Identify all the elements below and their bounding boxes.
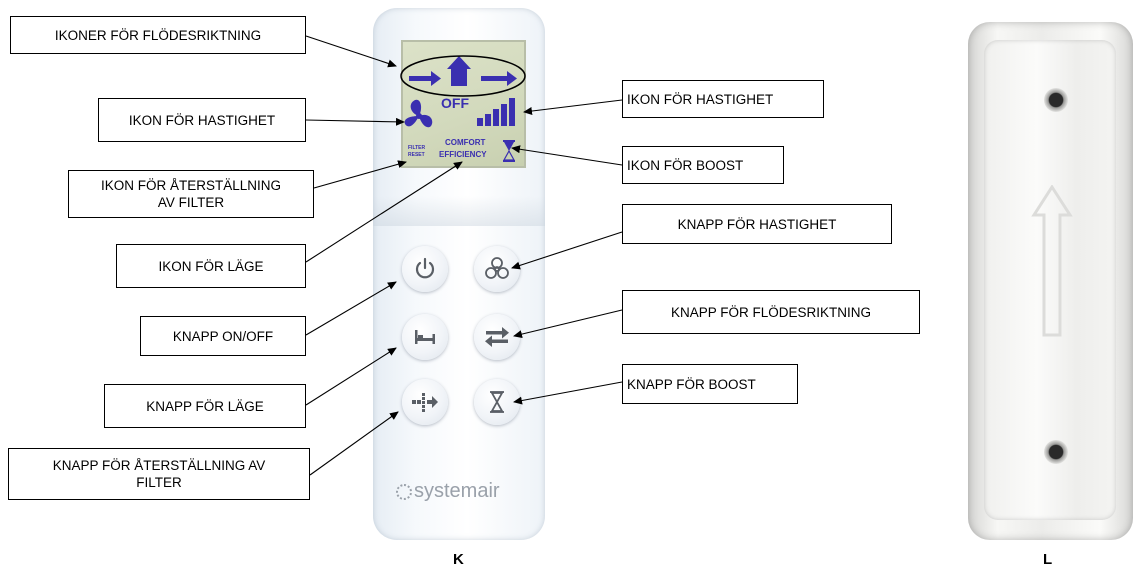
label-filter-reset-icon: IKON FÖR ÅTERSTÄLLNING AV FILTER	[68, 170, 314, 218]
caption-remote: K	[453, 551, 464, 568]
filter-reset-button[interactable]	[402, 379, 448, 425]
boost-button[interactable]	[474, 379, 520, 425]
caption-holder: L	[1043, 551, 1053, 568]
holder-arrow-emboss	[1031, 185, 1073, 337]
label-onoff-button: KNAPP ON/OFF	[140, 316, 306, 356]
label-speed-icon-left: IKON FÖR HASTIGHET	[98, 98, 306, 142]
wall-holder-recess	[984, 40, 1116, 520]
label-mode-button: KNAPP FÖR LÄGE	[104, 384, 306, 428]
label-boost-button: KNAPP FÖR BOOST	[622, 364, 798, 404]
power-button[interactable]	[402, 246, 448, 292]
brand-name: systemair	[414, 480, 500, 502]
label-flow-button: KNAPP FÖR FLÖDESRIKTNING	[622, 290, 920, 334]
lcd-status-text: OFF	[441, 95, 469, 111]
fan-icon	[485, 257, 509, 279]
holder-screw-bottom	[1044, 440, 1068, 464]
flow-direction-button[interactable]	[474, 314, 520, 360]
lcd-mode-comfort: COMFORT	[445, 138, 486, 147]
lcd-filter-reset-line2: RESET	[408, 152, 425, 158]
label-flow-icons: IKONER FÖR FLÖDESRIKTNING	[10, 16, 306, 54]
power-icon	[415, 257, 435, 279]
bed-icon	[415, 330, 435, 344]
mode-button[interactable]	[402, 314, 448, 360]
label-mode-icon: IKON FÖR LÄGE	[116, 244, 306, 288]
label-boost-icon: IKON FÖR BOOST	[622, 146, 784, 184]
lcd-mode-efficiency: EFFICIENCY	[439, 150, 487, 159]
label-speed-button: KNAPP FÖR HASTIGHET	[622, 204, 892, 244]
lcd-filter-reset-line1: FILTER	[408, 145, 426, 151]
flow-direction-icons	[404, 56, 517, 162]
hourglass-icon	[490, 391, 504, 413]
flow-icons-highlight	[400, 55, 526, 97]
filter-reset-icon	[412, 393, 438, 412]
holder-screw-top	[1044, 88, 1068, 112]
label-speed-icon-right: IKON FÖR HASTIGHET	[622, 80, 824, 118]
brand-logo-icon	[396, 484, 412, 500]
label-filter-reset-button: KNAPP FÖR ÅTERSTÄLLNING AV FILTER	[8, 448, 310, 500]
flow-arrows-icon	[485, 327, 509, 347]
